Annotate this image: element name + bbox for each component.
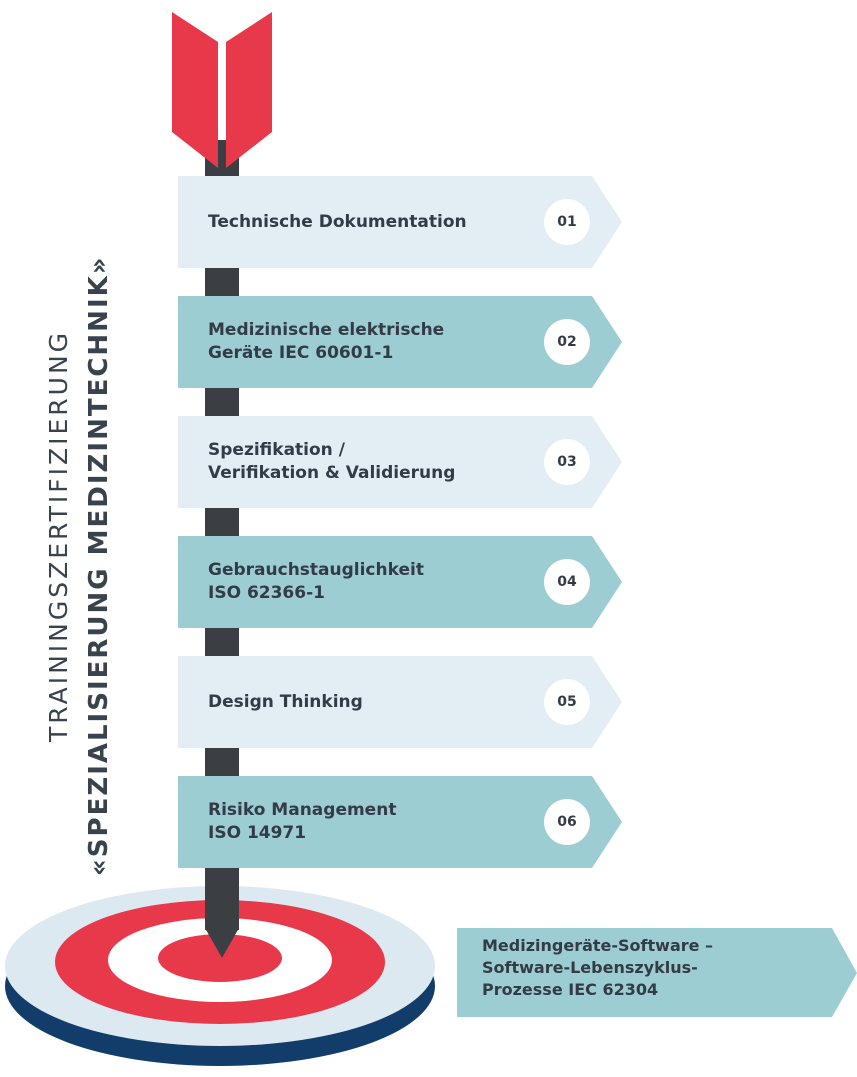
arrow-fletching-icon: [172, 12, 272, 168]
step-flag: [178, 536, 622, 628]
step-label: Spezifikation / Verifikation & Validierun…: [208, 439, 455, 485]
final-step-line: Software-Lebenszyklus-: [482, 958, 698, 977]
final-step-line: Medizingeräte-Software –: [482, 936, 714, 955]
step-number-badge: 05: [544, 679, 590, 725]
step-label: Design Thinking: [208, 691, 363, 714]
final-step-flag: [457, 928, 857, 1017]
step-number-badge: 02: [544, 319, 590, 365]
step-label-line: Risiko Management: [208, 800, 397, 820]
step-flag: [178, 656, 622, 748]
step-flag: [178, 176, 622, 268]
final-step-line: Prozesse IEC 62304: [482, 980, 659, 999]
step-number-badge: 06: [544, 799, 590, 845]
step-number-badge: 01: [544, 199, 590, 245]
step-label-line: ISO 62366-1: [208, 583, 325, 603]
step-label-line: Gebrauchstauglichkeit: [208, 560, 424, 580]
step-label: Technische Dokumentation: [208, 211, 467, 234]
title-line-2: «SPEZIALISIERUNG MEDIZINTECHNIK»: [84, 255, 114, 876]
step-number-badge: 04: [544, 559, 590, 605]
step-label-line: Medizinische elektrische: [208, 320, 445, 340]
step-label-line: Technische Dokumentation: [208, 211, 467, 232]
step-label-line: Geräte IEC 60601-1: [208, 343, 394, 363]
title-line-1: TRAININGSZERTIFIZIERUNG: [44, 329, 73, 742]
step-label-line: Verifikation & Validierung: [208, 463, 456, 483]
step-flag: [178, 416, 622, 508]
step-flag: [178, 296, 622, 388]
step-label-line: Design Thinking: [208, 691, 363, 712]
step-number-badge: 03: [544, 439, 590, 485]
step-label-line: Spezifikation /: [208, 440, 345, 460]
arrow-tip: [205, 928, 239, 958]
final-step-label: Medizingeräte-Software – Software-Lebens…: [482, 935, 713, 1001]
target-board-icon: [5, 886, 435, 1066]
step-flag: [178, 776, 622, 868]
step-label-line: ISO 14971: [208, 823, 307, 843]
